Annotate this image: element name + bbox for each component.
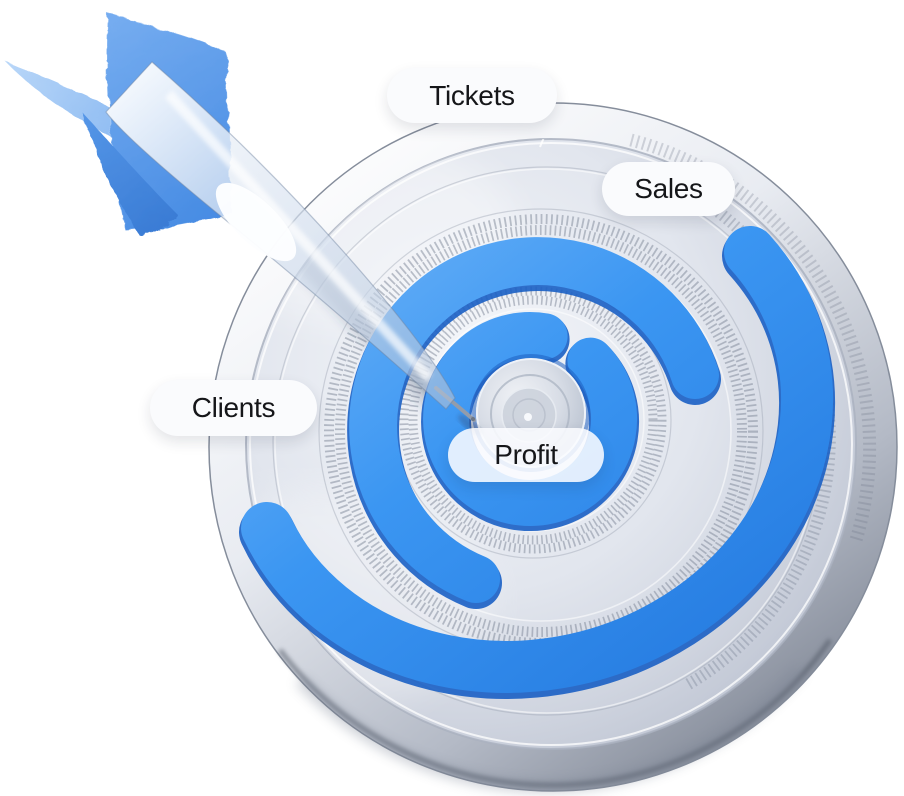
face-boundary-groove (245, 138, 857, 750)
label-clients-text: Clients (191, 392, 276, 423)
inner-ring-arc (423, 312, 637, 527)
target-rings (239, 226, 836, 699)
label-sales-text: Sales (634, 173, 703, 204)
face-boundary-highlight (249, 142, 853, 746)
bullseye-center-dot (524, 413, 532, 421)
label-sales: Sales (602, 162, 735, 216)
label-clients: Clients (150, 380, 317, 436)
label-profit: Profit (448, 428, 604, 482)
dart-needle-tip (471, 417, 475, 421)
rim-seam (539, 139, 557, 148)
outer-ring-arc (241, 226, 834, 693)
label-profit-text: Profit (494, 439, 558, 470)
label-tickets-text: Tickets (429, 79, 515, 111)
dart (6, 13, 476, 422)
dart-flight-bottom (82, 112, 177, 236)
dart-barrel-highlight (215, 182, 297, 262)
label-tickets: Tickets (387, 68, 557, 123)
middle-ring-arc (349, 237, 719, 603)
dart-shaft-highlight (165, 90, 432, 381)
disc-bottom-shade (296, 666, 804, 792)
